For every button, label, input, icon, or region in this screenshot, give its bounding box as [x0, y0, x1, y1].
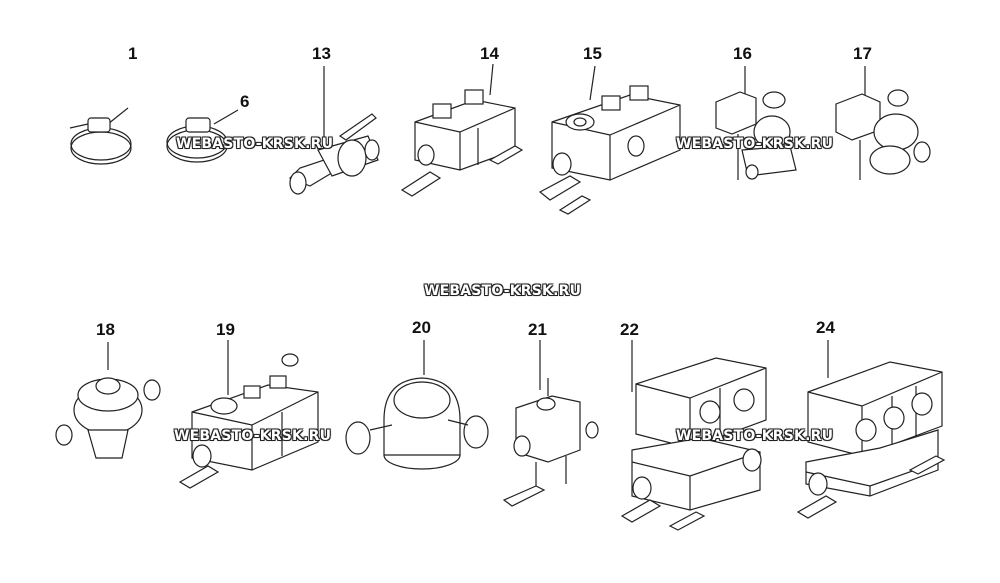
solenoid-16-drawing [715, 91, 797, 180]
manifold-14-drawing [400, 89, 524, 197]
part-number-15: 15 [583, 44, 602, 63]
watermark-top-right: WEBASTO-KRSK.RU [676, 136, 834, 152]
part-number-14: 14 [480, 44, 499, 63]
leader-lines [107, 63, 866, 395]
part-number-17: 17 [853, 44, 872, 63]
part-number-13: 13 [312, 44, 331, 63]
watermark-top-left: WEBASTO-KRSK.RU [176, 136, 334, 152]
part-number-19: 19 [216, 320, 235, 339]
part-number-24: 24 [816, 318, 835, 337]
watermark-bottom-left: WEBASTO-KRSK.RU [174, 428, 332, 444]
manifold-19-drawing [178, 353, 319, 489]
part-number-16: 16 [733, 44, 752, 63]
part-number-6: 6 [240, 92, 250, 111]
filter-20-drawing [345, 377, 489, 470]
solenoid-17-drawing [835, 89, 931, 180]
manifold-15-drawing [538, 85, 681, 215]
watermark-center: WEBASTO-KRSK.RU [424, 283, 582, 299]
valve-21-drawing [502, 378, 599, 507]
part-number-20: 20 [412, 318, 431, 337]
part-number-1: 1 [128, 44, 138, 63]
part-number-21: 21 [528, 320, 547, 339]
manifold-24-drawing [796, 361, 946, 519]
part-number-22: 22 [620, 320, 639, 339]
valve-13-drawing [288, 113, 380, 195]
clamp-6-drawing [166, 117, 228, 163]
manifold-22-drawing [620, 357, 767, 531]
part-number-18: 18 [96, 320, 115, 339]
clamp-1-drawing [69, 117, 132, 165]
watermark-bottom-right: WEBASTO-KRSK.RU [676, 428, 834, 444]
filter-18-drawing [55, 377, 161, 459]
